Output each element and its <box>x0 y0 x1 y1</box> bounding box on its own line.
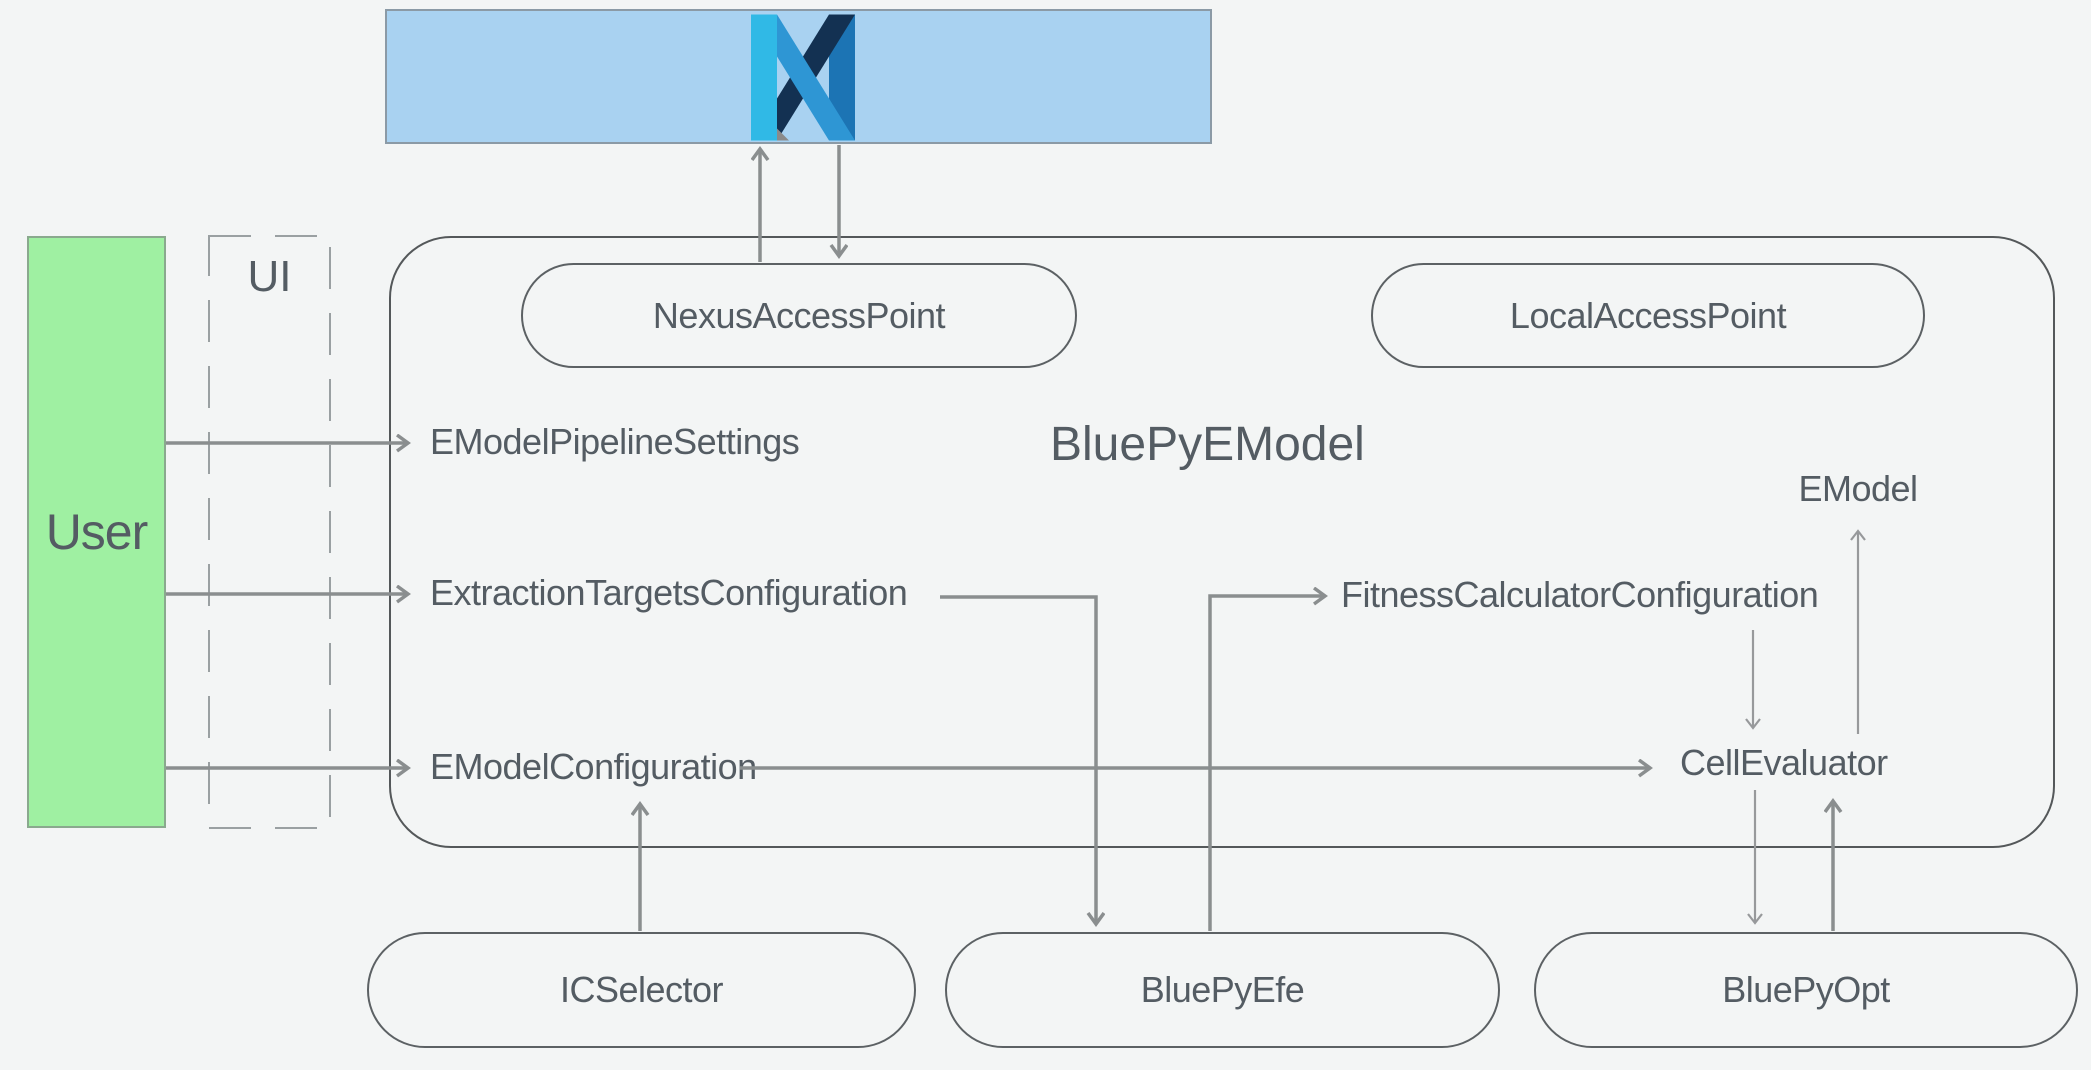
bluepyopt-node: BluePyOpt <box>1534 932 2078 1048</box>
user-box <box>27 236 166 828</box>
bluepyefe-node: BluePyEfe <box>945 932 1500 1048</box>
nexus-logo-left-bar <box>751 14 777 141</box>
icselector-node: ICSelector <box>367 932 916 1048</box>
bluepyopt-label: BluePyOpt <box>1722 969 1890 1010</box>
fitness-calculator-configuration-node: FitnessCalculatorConfiguration <box>1341 574 1819 615</box>
icselector-label: ICSelector <box>559 969 724 1010</box>
nexus-access-point-label: NexusAccessPoint <box>652 294 946 336</box>
emodel-configuration-node: EModelConfiguration <box>430 746 757 787</box>
extraction-targets-configuration-node: ExtractionTargetsConfiguration <box>430 572 908 613</box>
emodel-node: EModel <box>1798 468 1918 509</box>
ui-label: UI <box>247 252 292 301</box>
local-access-point-node: LocalAccessPoint <box>1371 263 1925 368</box>
diagram-title: BluePyEModel <box>1050 418 1365 471</box>
ui-dashed-box <box>208 235 331 829</box>
nexus-logo <box>751 14 855 141</box>
local-access-point-label: LocalAccessPoint <box>1509 294 1787 336</box>
cell-evaluator-node: CellEvaluator <box>1680 742 1888 783</box>
user-label: User <box>45 504 149 560</box>
bluepyefe-label: BluePyEfe <box>1140 969 1305 1010</box>
nexus-access-point-node: NexusAccessPoint <box>521 263 1077 368</box>
nexus-logo-gray-fold <box>775 128 789 141</box>
emodel-pipeline-settings-node: EModelPipelineSettings <box>430 421 800 462</box>
